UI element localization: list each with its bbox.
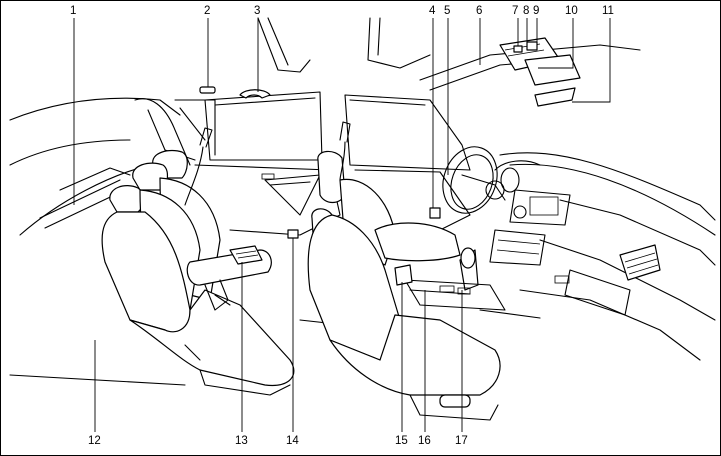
callout-5: 5 bbox=[444, 5, 450, 17]
callout-8: 8 bbox=[523, 5, 529, 17]
callout-11: 11 bbox=[602, 5, 614, 17]
callout-10: 10 bbox=[565, 5, 578, 17]
callout-6: 6 bbox=[476, 5, 482, 17]
callout-4: 4 bbox=[429, 5, 436, 17]
callout-3: 3 bbox=[254, 5, 260, 17]
callout-1: 1 bbox=[70, 5, 76, 17]
callout-7: 7 bbox=[512, 5, 518, 17]
callout-17: 17 bbox=[455, 435, 468, 447]
callout-16: 16 bbox=[418, 435, 431, 447]
callout-13: 13 bbox=[235, 435, 248, 447]
callout-9: 9 bbox=[533, 5, 539, 17]
callout-2: 2 bbox=[204, 5, 210, 17]
callout-15: 15 bbox=[395, 435, 408, 447]
callout-14: 14 bbox=[286, 435, 299, 447]
callout-12: 12 bbox=[88, 435, 101, 447]
